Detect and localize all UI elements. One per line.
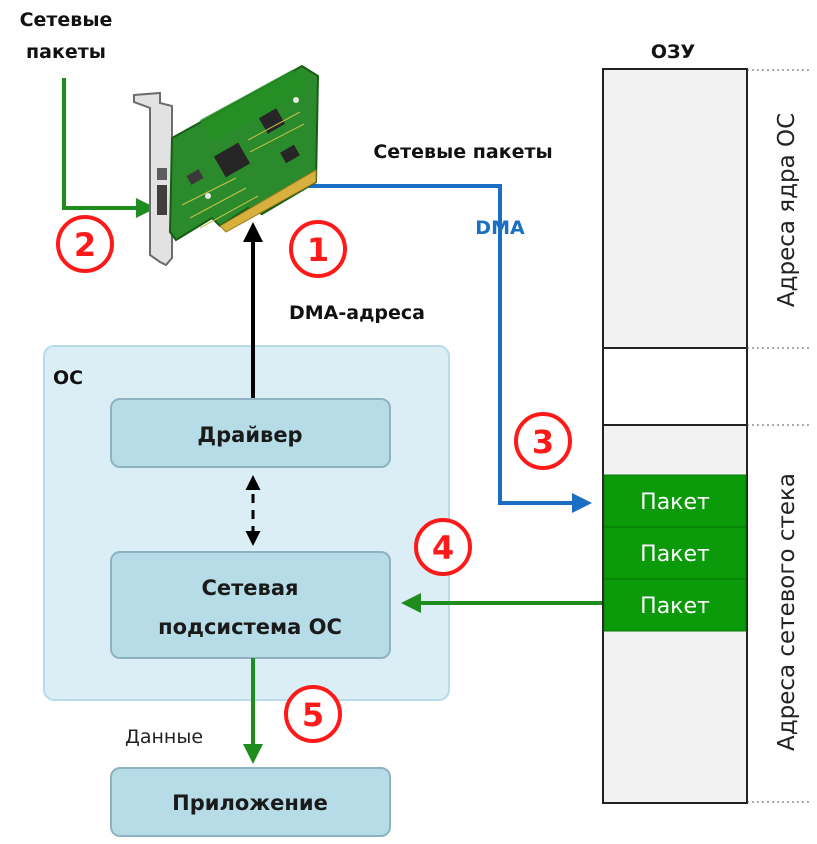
- step-1-label: 1: [307, 231, 329, 269]
- step-3-badge: 3: [514, 412, 572, 470]
- network-subsystem-label-line2: подсистема ОС: [158, 615, 342, 639]
- step-5-badge: 5: [284, 685, 342, 743]
- step-2-label: 2: [74, 226, 96, 264]
- step-5-label: 5: [302, 696, 324, 734]
- dma-addresses-label: DMA-адреса: [289, 302, 425, 324]
- network-packets-top-line2: пакеты: [26, 41, 106, 63]
- application-box: Приложение: [110, 767, 391, 837]
- network-subsystem-box: Сетевая подсистема ОС: [110, 551, 391, 659]
- network-subsystem-label-line1: Сетевая: [201, 576, 298, 600]
- packet-3-label: Пакет: [640, 594, 710, 619]
- ram-title: ОЗУ: [651, 41, 696, 63]
- step-3-label: 3: [532, 423, 554, 461]
- incoming-packets-arrow: [62, 78, 156, 218]
- step-1-badge: 1: [289, 220, 347, 278]
- kernel-addresses-label: Адреса ядра ОС: [774, 113, 800, 307]
- ram-packet-1: Пакет: [603, 474, 747, 528]
- packet-1-label: Пакет: [640, 490, 710, 515]
- application-label: Приложение: [172, 791, 328, 815]
- ram-packet-2: Пакет: [603, 526, 747, 580]
- dma-arrow: [303, 184, 592, 513]
- network-packets-right-label: Сетевые пакеты: [373, 141, 552, 163]
- ram-packet-3: Пакет: [603, 578, 747, 632]
- pcie-network-card-icon: [133, 64, 320, 267]
- step-4-label: 4: [432, 529, 454, 567]
- network-packets-top-line1: Сетевые: [20, 9, 113, 31]
- data-label: Данные: [125, 726, 203, 748]
- step-2-badge: 2: [56, 215, 114, 273]
- packet-2-label: Пакет: [640, 542, 710, 567]
- driver-label: Драйвер: [197, 423, 302, 447]
- driver-box: Драйвер: [110, 398, 391, 468]
- step-4-badge: 4: [414, 518, 472, 576]
- dma-label: DMA: [475, 217, 525, 239]
- ram-column: [602, 68, 812, 804]
- os-title: ОС: [53, 367, 83, 389]
- stack-addresses-label: Адреса сетевого стека: [774, 473, 800, 751]
